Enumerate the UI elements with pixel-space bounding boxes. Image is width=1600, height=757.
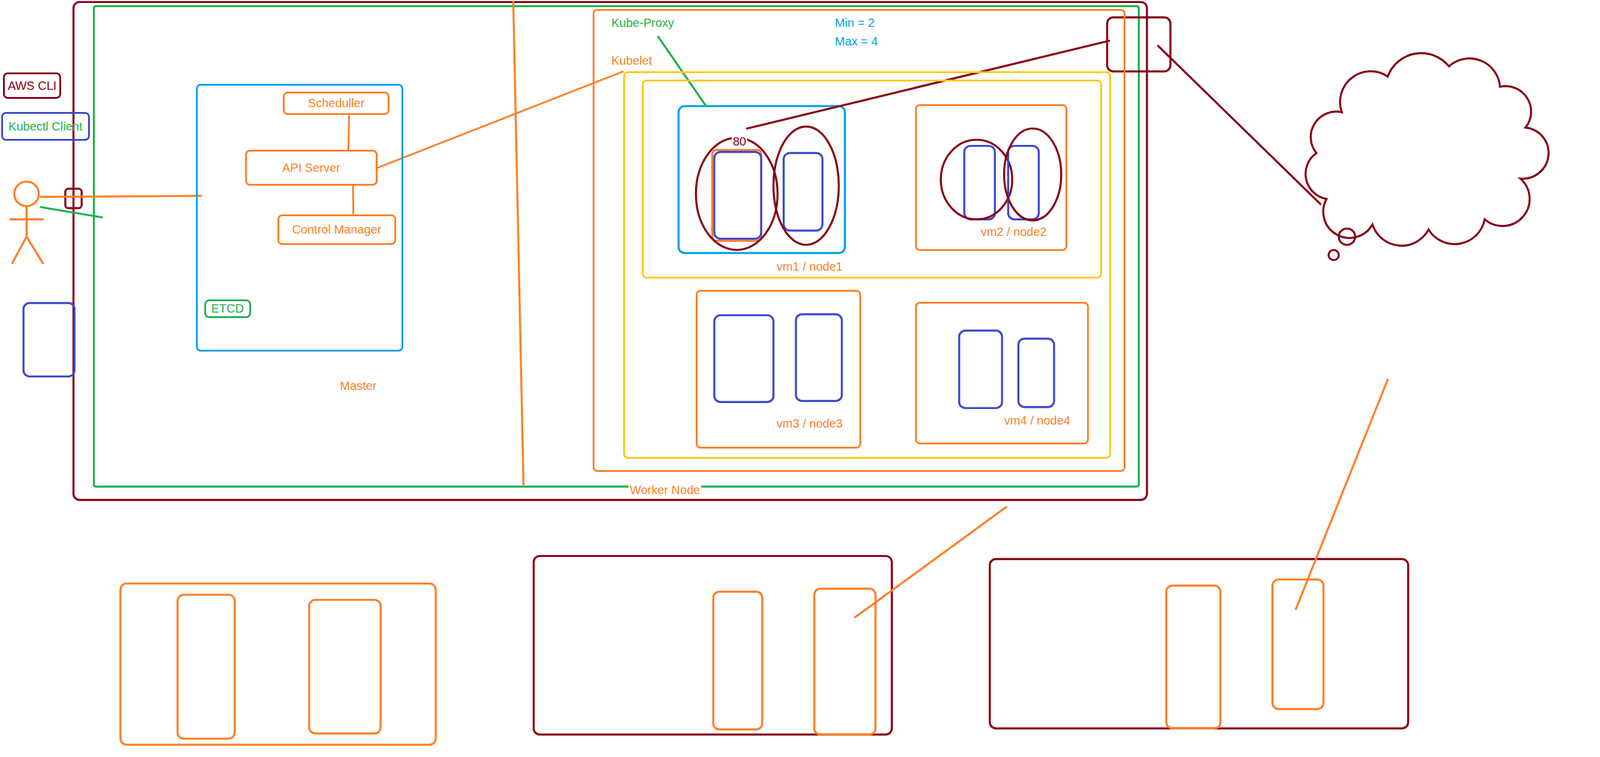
component-box: API Server [245, 149, 378, 186]
store-box: ETCD [204, 299, 252, 319]
lb-link [1158, 46, 1321, 205]
kubelet-box: Kubeletvm1 / node1vm2 / node2vm3 / node3… [623, 71, 1112, 460]
component-box: Control Manager [277, 214, 397, 246]
device-box [23, 303, 75, 377]
item-box [814, 589, 876, 736]
pod-ellipse [773, 126, 839, 246]
master-box: MasterSchedullerAPI ServerControl Manage… [195, 83, 404, 353]
cluster-outline [73, 1, 1147, 500]
component-box: Scheduller [282, 91, 391, 116]
port-number: 80 [731, 134, 748, 149]
item-box [309, 600, 381, 735]
vm-box: vm3 / node3 [695, 290, 862, 450]
node-host-box [678, 106, 845, 253]
box-heading: Master [338, 379, 378, 394]
load-balancer-box [1107, 17, 1171, 72]
pointer-line [855, 507, 1007, 618]
scaling-note: Min = 2 [833, 16, 876, 30]
container-box [964, 146, 995, 220]
container-box [795, 314, 842, 402]
item-box [1272, 580, 1324, 710]
box-label: Kubectl Client [8, 119, 83, 134]
box-heading: Kubelet [610, 53, 654, 68]
user-link [40, 207, 102, 218]
box-label: Scheduller [308, 96, 365, 111]
group-box [533, 556, 893, 735]
terminal-square [65, 188, 82, 208]
cloud-bubble [1328, 249, 1339, 261]
user-body [10, 206, 43, 264]
container-box [1018, 339, 1055, 408]
container-box [712, 149, 762, 241]
box-heading: Worker Node [628, 483, 702, 498]
group-box [120, 583, 436, 745]
container-box [959, 330, 1003, 409]
cloud-bubble [1338, 228, 1355, 246]
pod-ellipse [1004, 128, 1062, 221]
worker-box: Kube-ProxyWorker NodeKubeletvm1 / node1v… [592, 8, 1126, 473]
item-box [1166, 586, 1221, 729]
group-box [989, 559, 1409, 730]
vm-group-box: vm1 / node1 vm2 / node2 [641, 79, 1103, 279]
container-box [714, 315, 774, 403]
pod-ellipse [940, 139, 1013, 220]
box-heading: vm3 / node3 [775, 417, 844, 431]
box-heading: vm4 / node4 [1003, 414, 1072, 428]
box-heading: Kube-Proxy [610, 16, 676, 30]
box-label: ETCD [210, 302, 244, 316]
container-box [783, 153, 823, 231]
box-label: API Server [282, 161, 341, 175]
item-box [177, 595, 235, 739]
connector [377, 71, 624, 168]
tool-box: Kubectl Client [1, 112, 90, 141]
connector [348, 115, 349, 150]
pod-ellipse [695, 137, 778, 250]
vpc-outline [94, 5, 1140, 487]
user-head [14, 181, 39, 207]
box-heading: vm2 / node2 [979, 225, 1049, 240]
box-label: AWS CLI [7, 79, 57, 93]
cloud-shape [1305, 53, 1550, 247]
box-heading: vm1 / node1 [775, 260, 844, 274]
pointer-line [1296, 379, 1388, 610]
vm-box: vm4 / node4 [915, 302, 1089, 445]
box-label: Control Manager [291, 222, 382, 237]
connector [352, 185, 355, 215]
vm-box: vm2 / node2 [915, 104, 1068, 252]
user-link [40, 195, 201, 198]
container-box [714, 152, 762, 240]
scaling-note: Max = 4 [833, 34, 880, 49]
lb-link [746, 40, 1109, 129]
tool-box: AWS CLI [2, 72, 62, 99]
divider-line [513, 1, 524, 485]
item-box [713, 592, 763, 730]
